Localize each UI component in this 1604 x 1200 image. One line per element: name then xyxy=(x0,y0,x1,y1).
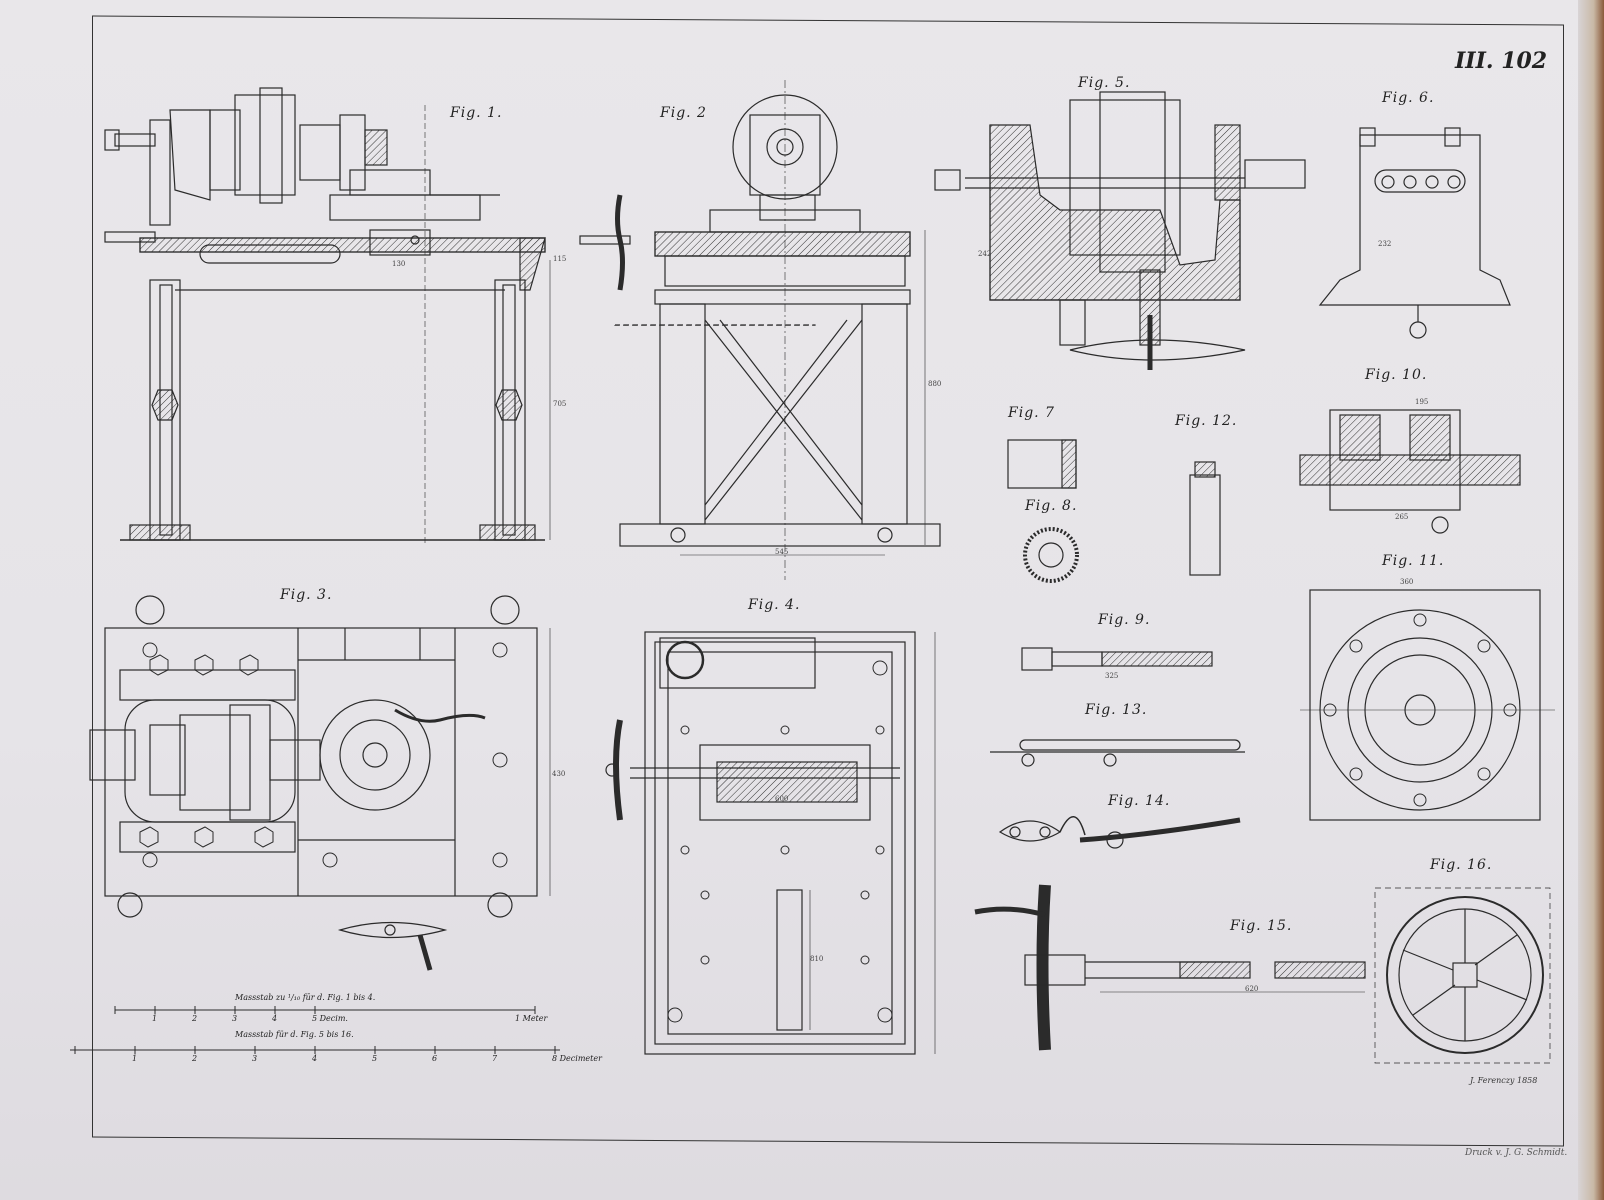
fig1-side-elevation xyxy=(104,87,551,545)
scale2-tick: 2 xyxy=(192,1054,198,1063)
scale2-tick: 1 xyxy=(132,1054,138,1063)
fig4-label: Fig. 4. xyxy=(748,597,801,613)
dim-label: 325 xyxy=(1105,672,1119,680)
fig15-crank-spindle xyxy=(974,884,1366,1051)
fig13-label: Fig. 13. xyxy=(1085,702,1148,718)
dim-label: 242 xyxy=(978,250,992,258)
fig7-label: Fig. 7 xyxy=(1008,405,1055,421)
scale1-tick: 1 xyxy=(152,1014,158,1023)
fig11-label: Fig. 11. xyxy=(1382,553,1445,569)
dim-label: 600 xyxy=(775,795,789,803)
dim-label: 880 xyxy=(928,380,942,388)
scale1-tick: 3 xyxy=(232,1014,238,1023)
fig15-label: Fig. 15. xyxy=(1230,918,1293,934)
scale1-tick: 5 Decim. xyxy=(312,1014,348,1023)
scale1-caption: Massstab zu ¹/₁₀ fūr d. Fig. 1 bis 4. xyxy=(235,993,376,1002)
scale1-tick: 1 Meter xyxy=(515,1014,548,1023)
dim-label: 232 xyxy=(1378,240,1392,248)
scale2-tick: 8 Decimeter xyxy=(552,1054,602,1063)
dim-label: 115 xyxy=(553,255,567,263)
fig4-bed-plan xyxy=(605,631,936,1055)
fig12-label: Fig. 12. xyxy=(1175,413,1238,429)
fig9-screw xyxy=(1021,647,1213,671)
dim-label: 265 xyxy=(1395,513,1409,521)
scale1-tick: 2 xyxy=(192,1014,198,1023)
dim-label: 810 xyxy=(810,955,824,963)
fig9-label: Fig. 9. xyxy=(1098,612,1151,628)
fig3-label: Fig. 3. xyxy=(280,587,333,603)
fig2-label: Fig. 2 xyxy=(660,105,707,121)
engraver-signature: J. Ferenczy 1858 xyxy=(1470,1076,1538,1085)
fig13-lever xyxy=(990,739,1245,767)
fig6-label: Fig. 6. xyxy=(1382,90,1435,106)
fig11-face-plate xyxy=(1300,589,1555,821)
dim-label: 430 xyxy=(552,770,566,778)
fig1-label: Fig. 1. xyxy=(450,105,503,121)
scale2-tick: 5 xyxy=(372,1054,378,1063)
fig16-label: Fig. 16. xyxy=(1430,857,1493,873)
fig8-label: Fig. 8. xyxy=(1025,498,1078,514)
fig5-label: Fig. 5. xyxy=(1078,75,1131,91)
fig10-section xyxy=(1299,409,1521,534)
plate-number: III. 102 xyxy=(1455,48,1548,74)
scale2-tick: 7 xyxy=(492,1054,498,1063)
dim-label: 195 xyxy=(1415,398,1429,406)
scale1-tick: 4 xyxy=(272,1014,278,1023)
dim-label: 620 xyxy=(1245,985,1259,993)
dim-label: 130 xyxy=(392,260,406,268)
book-page-edge xyxy=(1578,0,1604,1200)
dim-label: 545 xyxy=(775,548,789,556)
fig2-front-elevation xyxy=(579,80,941,580)
printer-credit: Druck v. J. G. Schmidt. xyxy=(1465,1148,1568,1158)
fig8-gear xyxy=(1023,527,1079,583)
fig3-plan-view xyxy=(89,595,551,971)
fig12-pin xyxy=(1189,461,1221,576)
dim-label: 705 xyxy=(553,400,567,408)
scale2-tick: 6 xyxy=(432,1054,438,1063)
scale2-tick: 4 xyxy=(312,1054,318,1063)
dim-label: 360 xyxy=(1400,578,1414,586)
fig7-bushing xyxy=(1007,439,1077,489)
fig14-pawl xyxy=(998,816,1241,849)
fig6-bearing-block xyxy=(1318,127,1511,339)
fig5-section xyxy=(934,91,1306,370)
scale2-caption: Massstab für d. Fig. 5 bis 16. xyxy=(235,1030,354,1039)
fig16-handwheel xyxy=(1374,887,1551,1064)
scale-bars xyxy=(70,1006,560,1054)
fig14-label: Fig. 14. xyxy=(1108,793,1171,809)
scale2-tick: 3 xyxy=(252,1054,258,1063)
fig10-label: Fig. 10. xyxy=(1365,367,1428,383)
